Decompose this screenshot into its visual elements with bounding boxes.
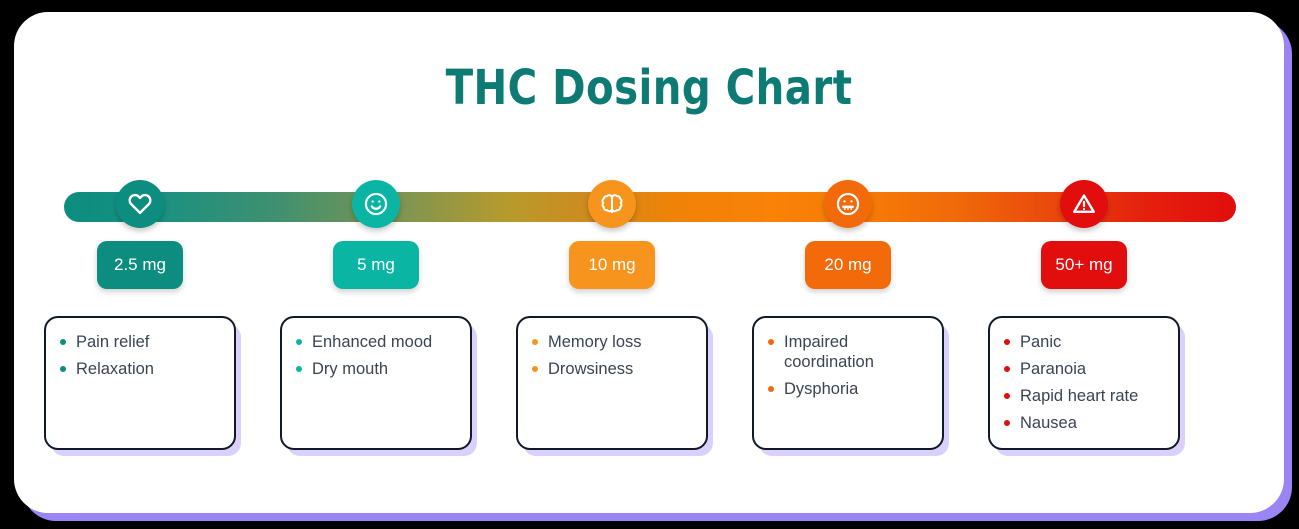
bullet-icon <box>60 366 66 373</box>
dose-marker-5-mg[interactable] <box>352 180 400 228</box>
dose-pill[interactable]: 20 mg <box>805 241 891 289</box>
smiley-face-icon <box>363 191 389 217</box>
bullet-icon <box>768 386 774 393</box>
dose-gradient-bar <box>64 192 1236 222</box>
effect-list-item: Panic <box>1002 332 1166 352</box>
bullet-icon <box>296 366 302 373</box>
effect-list-item: Impaired coordination <box>766 332 930 372</box>
effect-list-item: Nausea <box>1002 413 1166 433</box>
effect-label: Paranoia <box>1020 360 1087 379</box>
effect-label: Memory loss <box>548 333 642 351</box>
bullet-icon <box>1004 366 1010 373</box>
effect-label: Relaxation <box>76 360 154 379</box>
dose-spectrum <box>64 180 1236 228</box>
effect-list-item: Rapid heart rate <box>1002 386 1166 406</box>
dose-marker-50-mg[interactable] <box>1060 180 1108 228</box>
bullet-icon <box>532 366 538 373</box>
effect-label: Nausea <box>1020 414 1077 433</box>
bullet-icon <box>1004 339 1010 345</box>
bullet-icon <box>60 339 66 345</box>
dose-pill[interactable]: 2.5 mg <box>97 241 183 289</box>
effect-label: Enhanced mood <box>312 333 433 351</box>
dose-marker-2-5-mg[interactable] <box>116 180 164 228</box>
effect-list-item: Dry mouth <box>294 359 458 379</box>
warning-triangle-icon <box>1071 191 1097 217</box>
effect-label: Panic <box>1020 333 1062 351</box>
effect-label: Dysphoria <box>784 380 859 399</box>
dose-marker-20-mg[interactable] <box>824 180 872 228</box>
effect-list-item: Enhanced mood <box>294 332 458 352</box>
effect-label: Rapid heart rate <box>1020 387 1139 406</box>
bullet-icon <box>1004 420 1010 427</box>
dose-marker-10-mg[interactable] <box>588 180 636 228</box>
dose-pill[interactable]: 5 mg <box>333 241 419 289</box>
bullet-icon <box>1004 393 1010 400</box>
effect-label: Drowsiness <box>548 360 634 379</box>
dose-pill[interactable]: 50+ mg <box>1041 241 1127 289</box>
dose-pill[interactable]: 10 mg <box>569 241 655 289</box>
effect-list-item: Paranoia <box>1002 359 1166 379</box>
effect-list-item: Relaxation <box>58 359 222 379</box>
effect-list-item: Drowsiness <box>530 359 694 379</box>
bullet-icon <box>532 339 538 345</box>
brain-icon <box>599 191 625 217</box>
effect-list-item: Dysphoria <box>766 379 930 399</box>
heart-icon <box>127 191 153 217</box>
worried-face-icon <box>835 191 861 217</box>
page-title: THC Dosing Chart <box>445 60 853 116</box>
effect-list-item: Pain relief <box>58 332 222 352</box>
bullet-icon <box>296 339 302 345</box>
bullet-icon <box>768 339 774 345</box>
effect-label: Impaired coordination <box>784 333 874 372</box>
effect-label: Dry mouth <box>312 360 389 379</box>
infographic-card: THC Dosing Chart 2.5 mg 5 mg 10 mg 20 mg 50+… <box>14 12 1284 513</box>
effect-label: Pain relief <box>76 333 150 351</box>
effect-list-item: Memory loss <box>530 332 694 352</box>
